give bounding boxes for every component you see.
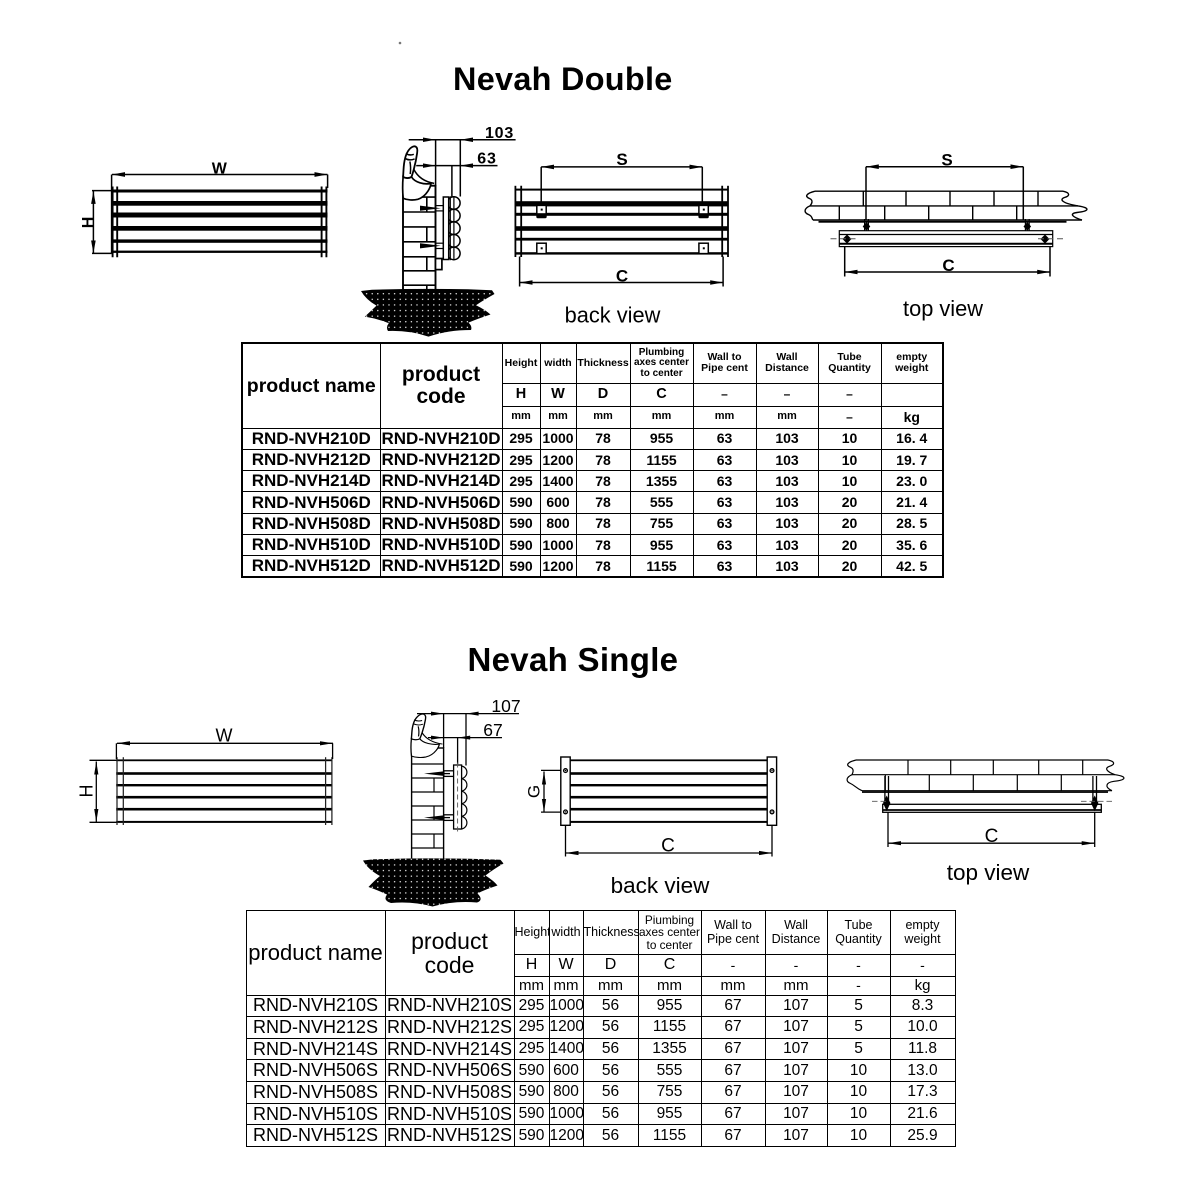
svg-text:S: S <box>616 150 627 169</box>
svg-text:67: 67 <box>483 720 502 740</box>
svg-text:C: C <box>616 267 628 286</box>
svg-text:C: C <box>942 256 954 275</box>
svg-text:H: H <box>80 217 97 229</box>
svg-text:C: C <box>985 826 999 847</box>
svg-text:W: W <box>216 726 233 746</box>
svg-text:back view: back view <box>565 303 661 328</box>
svg-text:63: 63 <box>477 151 496 168</box>
svg-text:C: C <box>661 836 675 857</box>
svg-text:107: 107 <box>491 696 520 716</box>
svg-text:103: 103 <box>485 125 514 142</box>
svg-text:S: S <box>941 151 952 170</box>
svg-text:G: G <box>525 785 544 798</box>
svg-text:H: H <box>77 785 97 798</box>
svg-text:top view: top view <box>903 296 983 321</box>
svg-text:back view: back view <box>611 873 711 898</box>
svg-text:W: W <box>212 161 228 178</box>
svg-text:top view: top view <box>947 860 1030 885</box>
